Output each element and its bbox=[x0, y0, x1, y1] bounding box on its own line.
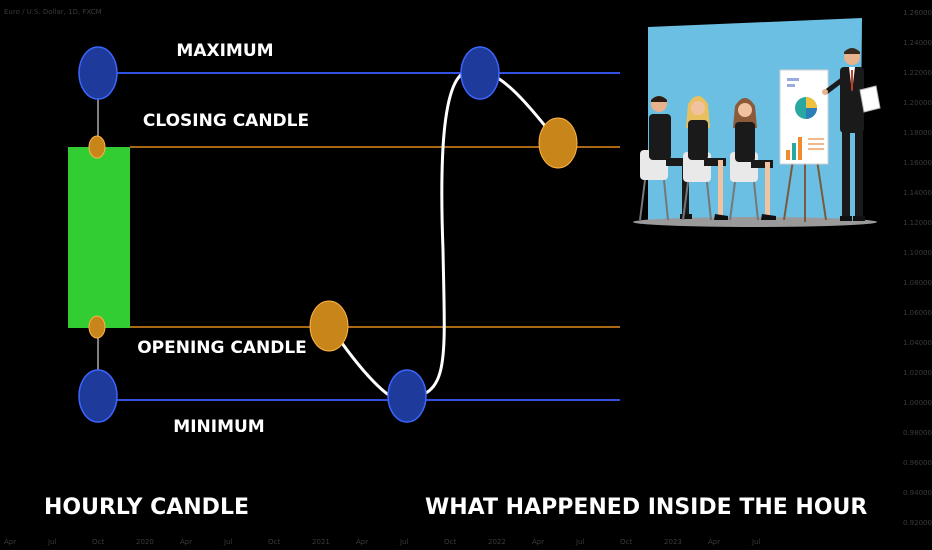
inside-hour-title: WHAT HAPPENED INSIDE THE HOUR bbox=[425, 495, 867, 520]
time-tick-label: Apr bbox=[532, 538, 544, 546]
time-tick-label: Oct bbox=[620, 538, 632, 546]
time-tick-label: 2020 bbox=[136, 538, 154, 546]
time-tick-label: Apr bbox=[180, 538, 192, 546]
time-tick-label: Apr bbox=[356, 538, 368, 546]
candle-body bbox=[68, 147, 130, 328]
price-tick-label: 1.16000 bbox=[903, 159, 932, 167]
price-tick-label: 1.00000 bbox=[903, 399, 932, 407]
price-tick-label: 0.92000 bbox=[903, 519, 932, 527]
closing-marker-left bbox=[88, 135, 106, 159]
audience-woman-blonde bbox=[682, 96, 728, 221]
minimum-marker-right bbox=[387, 369, 427, 423]
price-tick-label: 1.26000 bbox=[903, 9, 932, 17]
time-tick-label: Jul bbox=[223, 538, 233, 546]
maximum-marker-right bbox=[460, 46, 500, 100]
chart-header: Euro / U.S. Dollar, 1D, FXCM bbox=[4, 8, 102, 16]
time-tick-label: Jul bbox=[751, 538, 761, 546]
time-tick-label: Jul bbox=[575, 538, 585, 546]
time-tick-label: Jul bbox=[47, 538, 57, 546]
chart-board-icon bbox=[779, 69, 829, 222]
price-tick-label: 1.14000 bbox=[903, 189, 932, 197]
price-tick-label: 1.08000 bbox=[903, 279, 932, 287]
time-tick-label: Oct bbox=[268, 538, 280, 546]
price-tick-label: 0.94000 bbox=[903, 489, 932, 497]
price-axis: 1.26000 1.24000 1.22000 1.20000 1.18000 1.160… bbox=[903, 9, 932, 527]
price-tick-label: 0.96000 bbox=[903, 459, 932, 467]
time-tick-label: Jul bbox=[399, 538, 409, 546]
price-tick-label: 1.20000 bbox=[903, 99, 932, 107]
price-tick-label: 1.22000 bbox=[903, 69, 932, 77]
audience-man bbox=[639, 96, 692, 221]
time-tick-label: Apr bbox=[4, 538, 16, 546]
price-tick-label: 1.02000 bbox=[903, 369, 932, 377]
time-tick-label: Apr bbox=[708, 538, 720, 546]
time-tick-label: Oct bbox=[444, 538, 456, 546]
time-tick-label: 2021 bbox=[312, 538, 330, 546]
audience-woman-brunette bbox=[729, 98, 776, 221]
price-tick-label: 1.04000 bbox=[903, 339, 932, 347]
price-tick-label: 1.12000 bbox=[903, 219, 932, 227]
opening-marker-right bbox=[309, 300, 349, 352]
minimum-label: MINIMUM bbox=[173, 417, 264, 437]
price-tick-label: 0.98000 bbox=[903, 429, 932, 437]
price-tick-label: 1.18000 bbox=[903, 129, 932, 137]
presenter-figure bbox=[822, 48, 881, 221]
opening-marker-left bbox=[88, 315, 106, 339]
presentation-illustration bbox=[633, 18, 881, 227]
floor-shadow bbox=[633, 217, 877, 227]
opening-candle-label: OPENING CANDLE bbox=[137, 338, 307, 358]
minimum-marker-left bbox=[78, 369, 118, 423]
closing-candle-label: CLOSING CANDLE bbox=[143, 111, 309, 131]
price-tick-label: 1.10000 bbox=[903, 249, 932, 257]
time-axis: Apr Jul Oct 2020 Apr Jul Oct 2021 Apr Jul Oct 2022 A… bbox=[4, 538, 761, 546]
hourly-candle-title: HOURLY CANDLE bbox=[44, 495, 249, 520]
time-tick-label: 2022 bbox=[488, 538, 506, 546]
price-tick-label: 1.24000 bbox=[903, 39, 932, 47]
maximum-marker-left bbox=[78, 46, 118, 100]
maximum-label: MAXIMUM bbox=[176, 41, 273, 61]
price-path-line bbox=[328, 69, 560, 403]
time-tick-label: Oct bbox=[92, 538, 104, 546]
time-tick-label: 2023 bbox=[664, 538, 682, 546]
price-tick-label: 1.06000 bbox=[903, 309, 932, 317]
closing-marker-right bbox=[538, 117, 578, 169]
